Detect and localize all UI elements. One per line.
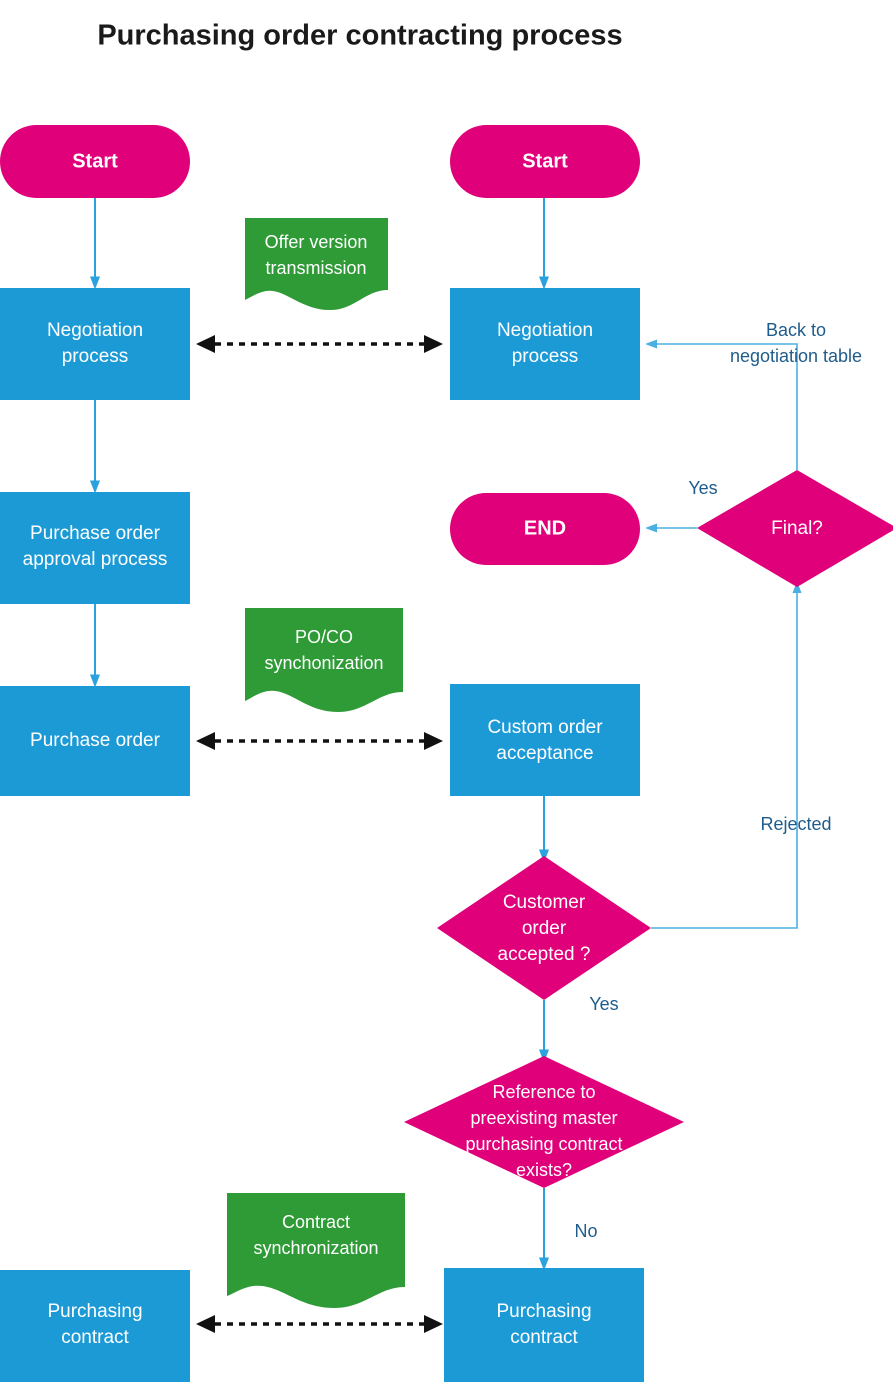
node-negotiation-process-right[interactable]: Negotiation process bbox=[450, 288, 640, 400]
edge-label-yes-final: Yes bbox=[688, 478, 717, 498]
node-reference-line4: exists? bbox=[516, 1160, 572, 1180]
node-reference-line3: purchasing contract bbox=[465, 1134, 622, 1154]
node-start-right-label: Start bbox=[522, 150, 568, 172]
node-contract-right-line1: Purchasing bbox=[496, 1301, 591, 1322]
doc-contract-line1: Contract bbox=[282, 1212, 350, 1232]
node-negotiation-right-line1: Negotiation bbox=[497, 320, 593, 341]
edge-label-back-to-negotiation-line1: Back to bbox=[766, 320, 826, 340]
edge-label-yes-customer: Yes bbox=[589, 994, 618, 1014]
node-reference-line2: preexisting master bbox=[470, 1108, 617, 1128]
node-start-left[interactable]: Start bbox=[0, 125, 190, 198]
node-reference-line1: Reference to bbox=[492, 1082, 595, 1102]
page-title: Purchasing order contracting process bbox=[97, 20, 622, 52]
node-contract-right-line2: contract bbox=[510, 1327, 578, 1348]
node-contract-left-line2: contract bbox=[61, 1327, 129, 1348]
node-purchase-order-label: Purchase order bbox=[30, 730, 161, 751]
node-negotiation-left-line2: process bbox=[62, 346, 129, 367]
connector-rejected-path bbox=[651, 587, 797, 929]
edge-label-rejected: Rejected bbox=[760, 814, 831, 834]
edge-label-no-reference: No bbox=[574, 1221, 597, 1241]
node-customer-accepted-line1: Customer bbox=[503, 892, 586, 913]
doc-poco-line1: PO/CO bbox=[295, 627, 353, 647]
node-customer-accepted-line3: accepted ? bbox=[498, 944, 591, 965]
node-purchase-order[interactable]: Purchase order bbox=[0, 686, 190, 796]
node-negotiation-process-left[interactable]: Negotiation process bbox=[0, 288, 190, 400]
doc-poco-line2: synchonization bbox=[264, 653, 383, 673]
node-start-left-label: Start bbox=[72, 150, 118, 172]
node-final-label: Final? bbox=[771, 518, 823, 539]
node-custom-order-line2: acceptance bbox=[496, 743, 593, 764]
node-custom-order-line1: Custom order bbox=[487, 717, 603, 738]
doc-contract-line2: synchronization bbox=[253, 1238, 378, 1258]
node-negotiation-right-line2: process bbox=[512, 346, 579, 367]
node-purchasing-contract-left[interactable]: Purchasing contract bbox=[0, 1270, 190, 1382]
doc-offer-line2: transmission bbox=[265, 258, 366, 278]
node-negotiation-left-line1: Negotiation bbox=[47, 320, 143, 341]
node-purchasing-contract-right[interactable]: Purchasing contract bbox=[444, 1268, 644, 1382]
node-po-approval-line1: Purchase order bbox=[30, 523, 161, 544]
node-start-right[interactable]: Start bbox=[450, 125, 640, 198]
node-reference-master-contract[interactable]: Reference to preexisting master purchasi… bbox=[404, 1056, 684, 1188]
node-final-decision[interactable]: Final? bbox=[697, 470, 893, 587]
doc-offer-line1: Offer version bbox=[265, 232, 368, 252]
node-end[interactable]: END bbox=[450, 493, 640, 565]
node-customer-order-accepted[interactable]: Customer order accepted ? bbox=[437, 856, 651, 1000]
node-po-approval-line2: approval process bbox=[23, 549, 168, 570]
node-purchase-order-approval[interactable]: Purchase order approval process bbox=[0, 492, 190, 604]
connector-back-to-negotiation-path bbox=[651, 344, 798, 470]
doc-offer-version-transmission[interactable]: Offer version transmission bbox=[245, 218, 388, 310]
node-end-label: END bbox=[524, 517, 566, 539]
node-customer-accepted-line2: order bbox=[522, 918, 567, 939]
node-contract-left-line1: Purchasing bbox=[47, 1301, 142, 1322]
doc-poco-synchronization[interactable]: PO/CO synchonization bbox=[245, 608, 403, 712]
doc-contract-synchronization[interactable]: Contract synchronization bbox=[227, 1193, 405, 1308]
edge-label-back-to-negotiation-line2: negotiation table bbox=[730, 346, 862, 366]
node-custom-order-acceptance[interactable]: Custom order acceptance bbox=[450, 684, 640, 796]
